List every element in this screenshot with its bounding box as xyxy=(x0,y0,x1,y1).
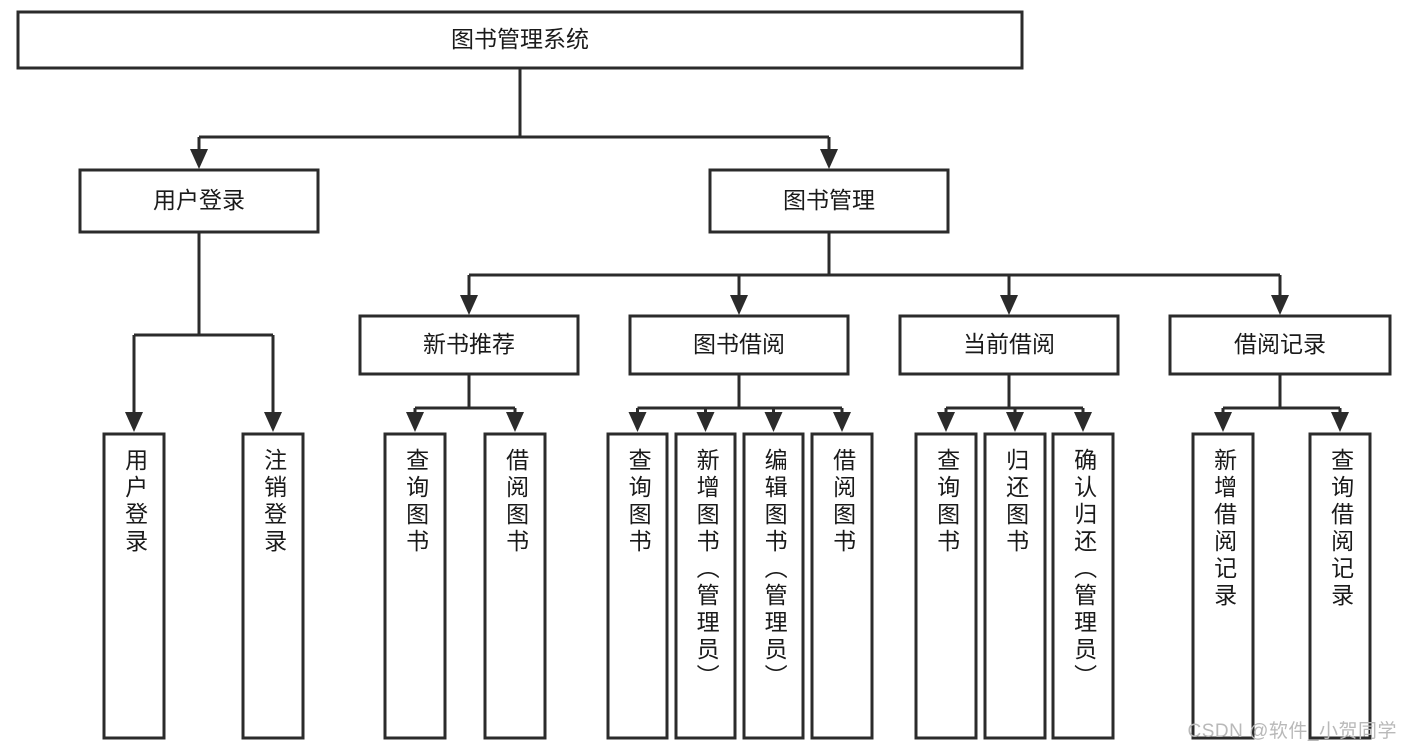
arrow-head-icon xyxy=(1331,412,1349,432)
arrow-head-icon xyxy=(1000,295,1018,315)
node-level2-1[interactable] xyxy=(708,168,950,234)
arrow-head-icon xyxy=(460,295,478,315)
node-leaf-1[interactable] xyxy=(241,432,305,740)
node-level3-label-2: 当前借阅 xyxy=(963,331,1055,357)
node-leaf-5[interactable] xyxy=(674,432,737,740)
node-leaf-8[interactable] xyxy=(914,432,978,740)
node-level3-2[interactable] xyxy=(898,314,1120,376)
arrow-head-icon xyxy=(764,412,783,432)
node-leaf-9[interactable] xyxy=(983,432,1047,740)
arrow-head-icon xyxy=(1074,412,1092,432)
node-level2-label-0: 用户登录 xyxy=(153,187,245,213)
arrow-head-icon xyxy=(1006,412,1024,432)
arrow-head-icon xyxy=(125,412,143,432)
node-root[interactable] xyxy=(16,10,1024,70)
watermark: CSDN @软件_小贺同学 xyxy=(1187,721,1397,742)
arrow-head-icon xyxy=(937,412,955,432)
connector-layer xyxy=(125,68,1349,432)
node-level2-label-1: 图书管理 xyxy=(783,187,875,213)
arrow-head-icon xyxy=(628,412,647,432)
arrow-head-icon xyxy=(190,149,208,169)
node-leaf-2[interactable] xyxy=(383,432,447,740)
node-leaf-7[interactable] xyxy=(810,432,874,740)
node-level3-label-0: 新书推荐 xyxy=(423,331,515,357)
node-level2-0[interactable] xyxy=(78,168,320,234)
node-level3-label-1: 图书借阅 xyxy=(693,331,785,357)
node-box-layer xyxy=(16,10,1392,740)
node-leaf-6[interactable] xyxy=(742,432,805,740)
node-leaf-11[interactable] xyxy=(1191,432,1255,740)
arrow-head-icon xyxy=(506,412,524,432)
node-leaf-12[interactable] xyxy=(1308,432,1372,740)
node-leaf-10[interactable] xyxy=(1051,432,1115,740)
arrow-head-icon xyxy=(833,412,851,432)
node-level3-label-3: 借阅记录 xyxy=(1234,331,1326,357)
node-level3-0[interactable] xyxy=(358,314,580,376)
arrow-head-icon xyxy=(264,412,282,432)
arrow-head-icon xyxy=(820,149,838,169)
arrow-head-icon xyxy=(730,295,748,315)
node-leaf-3[interactable] xyxy=(483,432,547,740)
arrow-head-icon xyxy=(1214,412,1232,432)
node-level3-3[interactable] xyxy=(1168,314,1392,376)
arrow-head-icon xyxy=(1271,295,1289,315)
node-level3-1[interactable] xyxy=(628,314,850,376)
node-root-label: 图书管理系统 xyxy=(451,26,589,52)
node-leaf-4[interactable] xyxy=(606,432,669,740)
node-leaf-0[interactable] xyxy=(102,432,166,740)
arrow-head-icon xyxy=(406,412,424,432)
arrow-head-icon xyxy=(696,412,715,432)
